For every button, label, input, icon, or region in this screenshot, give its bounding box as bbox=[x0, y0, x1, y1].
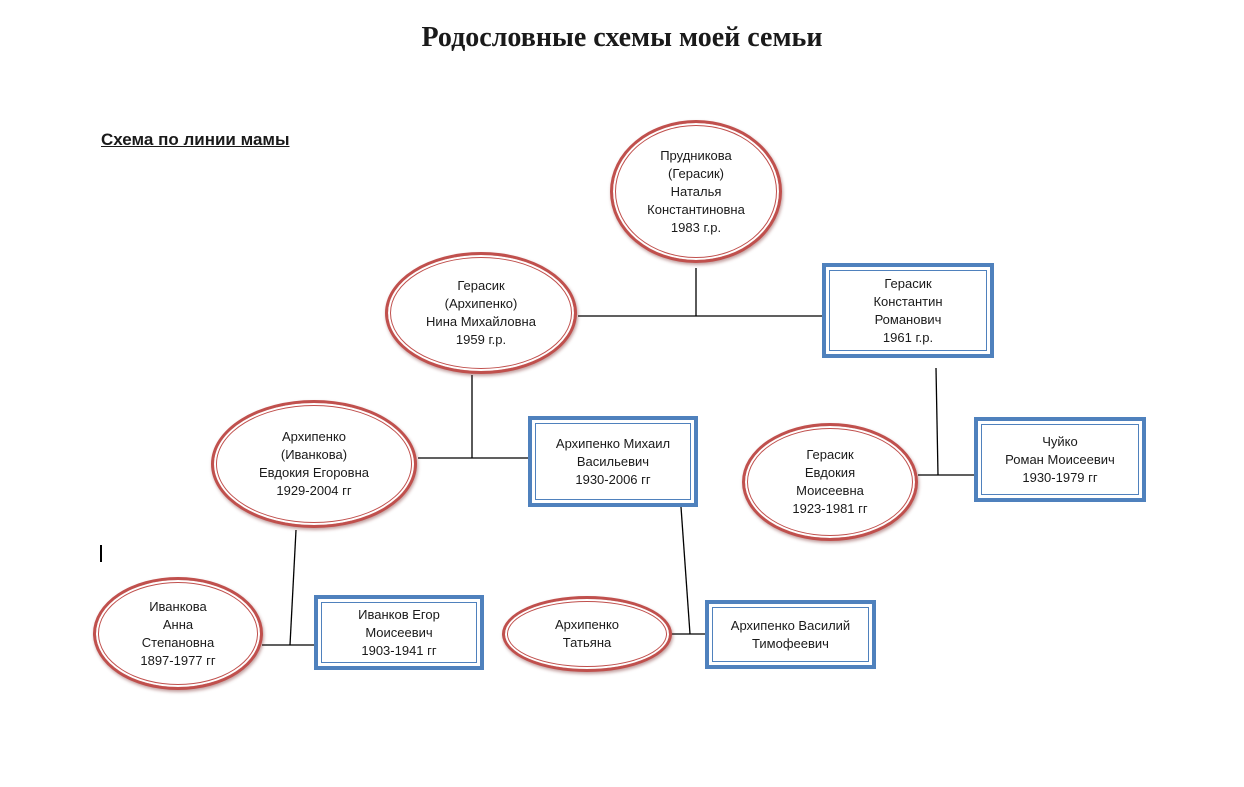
person-name-line: Анна bbox=[162, 616, 194, 632]
person-name-line: Наталья bbox=[670, 183, 722, 199]
person-natalya-prudnikova: Прудникова (Герасик) Наталья Константино… bbox=[610, 120, 782, 263]
person-name-line: (Герасик) bbox=[668, 165, 724, 181]
person-nina-gerasik: Герасик (Архипенко) Нина Михайловна 1959… bbox=[385, 252, 577, 374]
person-name-line: Чуйко bbox=[1042, 433, 1078, 449]
person-name-line: Архипенко bbox=[554, 617, 620, 632]
person-dates: 1897-1977 гг bbox=[140, 652, 216, 668]
person-name-line: Васильевич bbox=[576, 453, 650, 469]
text-cursor bbox=[100, 545, 102, 562]
person-name-line: Романович bbox=[874, 311, 942, 327]
connector-line bbox=[289, 529, 297, 646]
person-dates: 1983 г.р. bbox=[670, 219, 722, 235]
person-roman-chuyko: Чуйко Роман Моисеевич 1930-1979 гг bbox=[974, 417, 1146, 502]
section-subtitle: Схема по линии мамы bbox=[101, 130, 290, 149]
person-name-line: Иванкова bbox=[149, 598, 207, 614]
person-name-line: Степановна bbox=[141, 634, 215, 650]
person-name-line: Моисеевич bbox=[365, 624, 433, 640]
person-evdokia-arkhipenko: Архипенко (Иванкова) Евдокия Егоровна 19… bbox=[211, 400, 417, 528]
person-tatyana-arkhipenko: Архипенко Татьяна bbox=[502, 596, 672, 672]
person-konstantin-gerasik: Герасик Константин Романович 1961 г.р. bbox=[822, 263, 994, 358]
person-name-line: Архипенко Василий bbox=[730, 617, 851, 633]
person-name-line: Герасик bbox=[884, 275, 932, 291]
person-name-line: Иванков Егор bbox=[358, 606, 440, 622]
person-name-line: Архипенко bbox=[281, 429, 347, 444]
person-name-line: Тимофеевич bbox=[752, 635, 829, 651]
person-name-line: Евдокия bbox=[804, 465, 856, 480]
connector-line bbox=[935, 367, 939, 476]
person-evdokia-gerasik: Герасик Евдокия Моисеевна 1923-1981 гг bbox=[742, 423, 918, 541]
person-vasiliy-arkhipenko: Архипенко Василий Тимофеевич bbox=[705, 600, 876, 669]
person-mikhail-arkhipenko: Архипенко Михаил Васильевич 1930-2006 гг bbox=[528, 416, 698, 507]
person-dates: 1923-1981 гг bbox=[792, 501, 868, 516]
person-name-line: Архипенко Михаил bbox=[555, 435, 671, 451]
page-title: Родословные схемы моей семьи bbox=[421, 22, 823, 53]
person-dates: 1929-2004 гг bbox=[276, 483, 352, 498]
person-dates: 1930-2006 гг bbox=[575, 471, 651, 487]
person-name-line: Нина Михайловна bbox=[426, 314, 536, 329]
person-name-line: Константин bbox=[873, 293, 943, 309]
person-name-line: (Архипенко) bbox=[444, 296, 518, 311]
person-name-line: Герасик bbox=[457, 278, 505, 293]
person-name-line: Роман Моисеевич bbox=[1005, 451, 1115, 467]
person-dates: 1961 г.р. bbox=[882, 329, 934, 345]
person-name-line: Моисеевна bbox=[796, 483, 864, 498]
person-name-line: Татьяна bbox=[562, 635, 612, 650]
connector-line bbox=[680, 506, 691, 635]
person-name-line: Евдокия Егоровна bbox=[259, 465, 369, 480]
person-anna-ivankova: Иванкова Анна Степановна 1897-1977 гг bbox=[93, 577, 263, 690]
person-name-line: Герасик bbox=[806, 447, 854, 462]
person-dates: 1930-1979 гг bbox=[1022, 469, 1098, 485]
person-name-line: Прудникова bbox=[660, 147, 732, 163]
person-dates: 1959 г.р. bbox=[455, 332, 507, 347]
person-name-line: (Иванкова) bbox=[280, 447, 348, 462]
person-dates: 1903-1941 гг bbox=[361, 642, 437, 658]
person-name-line: Константиновна bbox=[647, 201, 745, 217]
person-egor-ivankov: Иванков Егор Моисеевич 1903-1941 гг bbox=[314, 595, 484, 670]
